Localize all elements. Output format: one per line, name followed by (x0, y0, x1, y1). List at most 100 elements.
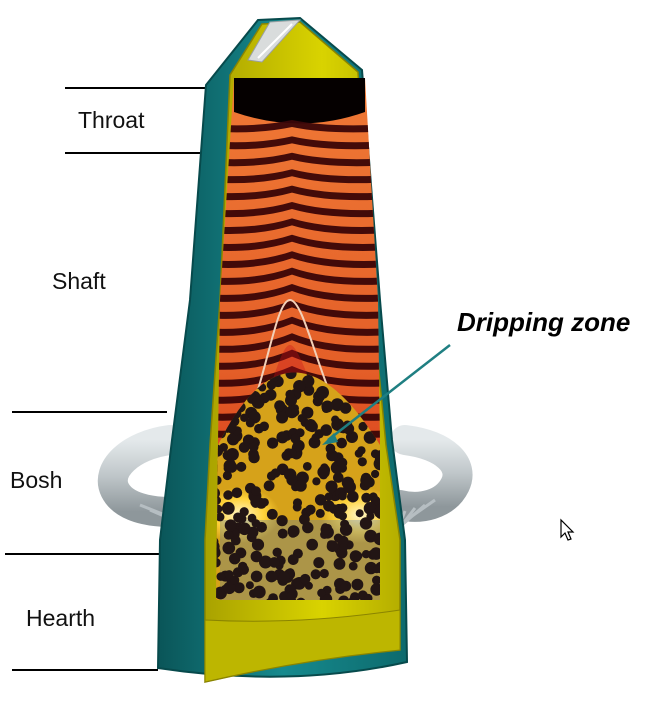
burden-band (216, 169, 380, 184)
coke-particle (276, 515, 288, 527)
bustle-pipe-right (385, 425, 473, 538)
coke-particle (339, 583, 349, 592)
dripping-zone-arrow (322, 344, 451, 445)
coke-particle (245, 581, 254, 590)
label-bosh: Bosh (10, 467, 63, 493)
coke-particle (287, 554, 299, 565)
coke-particle (341, 476, 355, 489)
coke-particle (374, 506, 380, 518)
coke-particle (333, 533, 343, 543)
coke-particle (216, 512, 225, 522)
coke-particle (347, 490, 359, 503)
label-shaft: Shaft (52, 268, 106, 294)
coke-particle (233, 512, 243, 523)
coke-particle (310, 569, 321, 580)
coke-particle (274, 400, 286, 412)
coke-particle (336, 437, 348, 449)
coke-particle (249, 442, 259, 452)
coke-particle (369, 547, 380, 560)
coke-particle (336, 457, 348, 469)
coke-particle (250, 550, 263, 563)
coke-particle (227, 449, 236, 458)
coke-particle (333, 472, 344, 483)
coke-particle (290, 408, 300, 417)
coke-particle (348, 596, 358, 600)
charging-chute (247, 19, 302, 63)
coke-particle (354, 551, 363, 561)
coke-particle (266, 380, 277, 390)
coke-particle (287, 525, 300, 538)
coke-particle (251, 396, 265, 409)
coke-particle (250, 570, 263, 583)
coke-particle (320, 424, 333, 436)
burden-band (216, 234, 380, 251)
coke-particle (325, 481, 337, 493)
coke-particle (230, 535, 241, 546)
coke-particle (338, 491, 347, 501)
coke-particle (259, 421, 270, 432)
burden-band (216, 152, 380, 167)
coke-particle (251, 538, 265, 551)
coke-particle (272, 547, 282, 557)
coke-particle (364, 593, 373, 600)
coke-particle (239, 507, 249, 517)
coke-particle (269, 557, 280, 568)
coke-particle (233, 582, 245, 594)
coke-particle (252, 585, 266, 599)
coke-particle (251, 486, 261, 496)
coke-particle (361, 492, 372, 503)
coke-particle (286, 590, 297, 600)
coke-particle (221, 501, 235, 515)
coke-particle (304, 419, 317, 432)
coke-particle (325, 443, 336, 454)
coke-particle (216, 557, 221, 568)
coke-particle (331, 415, 340, 424)
coke-particle (314, 494, 327, 506)
coke-particle (294, 479, 307, 492)
coke-particle (338, 595, 350, 600)
coke-particle (348, 561, 358, 571)
coke-particle (229, 553, 241, 565)
coke-particle (245, 435, 254, 444)
coke-particle (224, 530, 234, 540)
coke-particle (326, 540, 339, 552)
coke-particle (276, 411, 289, 424)
coke-particle (263, 480, 275, 492)
coke-particle (223, 490, 233, 500)
coke-particle (267, 437, 279, 449)
coke-particle (265, 570, 278, 583)
coke-particle (238, 522, 251, 536)
coke-particle (339, 523, 353, 536)
coke-particle (230, 575, 240, 585)
burden-band (216, 218, 380, 235)
coke-particle (222, 470, 232, 481)
coke-particle (290, 433, 301, 444)
coke-particle (278, 571, 290, 583)
coke-particle (240, 413, 249, 422)
burden-band (216, 251, 380, 268)
coke-particle (281, 450, 292, 461)
coke-particle (232, 567, 244, 578)
coke-particle (339, 402, 352, 414)
coke-particle (231, 487, 243, 499)
coke-particle (323, 500, 335, 512)
coke-particle (357, 446, 366, 455)
burden-band (216, 284, 380, 302)
coke-particle (371, 469, 380, 479)
coke-particle (270, 468, 281, 478)
coke-particle (259, 555, 272, 569)
burden-band (216, 349, 380, 370)
coke-particle (370, 583, 380, 596)
coke-particle (368, 492, 378, 502)
label-throat: Throat (78, 107, 145, 133)
coke-particle (373, 532, 380, 546)
mouse-pointer-icon (560, 518, 575, 541)
coke-particle (251, 519, 261, 528)
coke-particle (236, 461, 247, 472)
zone-leader-lines (5, 87, 205, 671)
burden-band (216, 185, 380, 201)
burden-band (216, 136, 380, 150)
coke-particle (292, 498, 303, 508)
coke-particle (366, 512, 375, 521)
